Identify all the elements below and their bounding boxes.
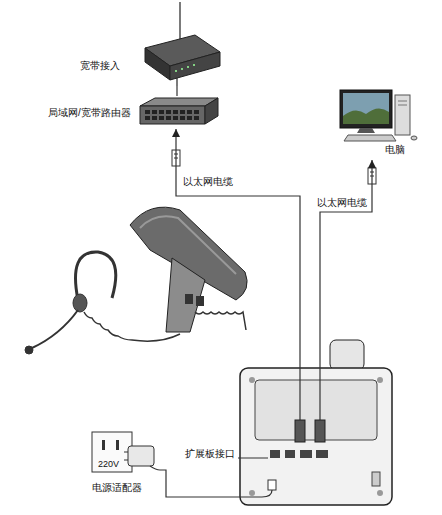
computer-node: 电脑 — [335, 86, 417, 160]
ethernet-cable-label: 以太网电缆 — [316, 197, 368, 209]
power-adapter — [124, 446, 160, 470]
modem-icon — [145, 2, 220, 86]
computer-icon — [340, 90, 417, 141]
ethernet-cable — [176, 129, 300, 362]
phone-side-view — [130, 207, 247, 332]
leader-line — [238, 458, 268, 459]
device-label: 局域网/宽带路由器 — [48, 107, 131, 119]
modem-node: 宽带接入 — [75, 30, 220, 86]
ethernet-cable-label: 以太网电缆 — [182, 176, 234, 188]
adapter-node: 电源适配器 — [86, 446, 160, 500]
device-label: 宽带接入 — [80, 60, 120, 72]
device-label: 扩展板接口 — [185, 448, 235, 460]
modem-link — [176, 86, 177, 96]
power-outlet — [92, 432, 132, 472]
power-cord — [160, 470, 180, 497]
device-label: 电源适配器 — [92, 482, 142, 494]
device-label: 电脑 — [385, 144, 405, 156]
router-icon — [140, 98, 218, 124]
headset-icon — [25, 252, 180, 354]
router-node: 局域网/宽带路由器 — [45, 96, 220, 129]
outlet-node: 220V — [90, 430, 134, 474]
power-plug — [268, 480, 276, 490]
power-cord — [180, 490, 272, 497]
phone-node: 扩展板接口 — [180, 362, 395, 510]
ethernet-cable — [320, 160, 372, 362]
phone-base — [240, 340, 392, 505]
device-label: 220V — [98, 458, 119, 470]
